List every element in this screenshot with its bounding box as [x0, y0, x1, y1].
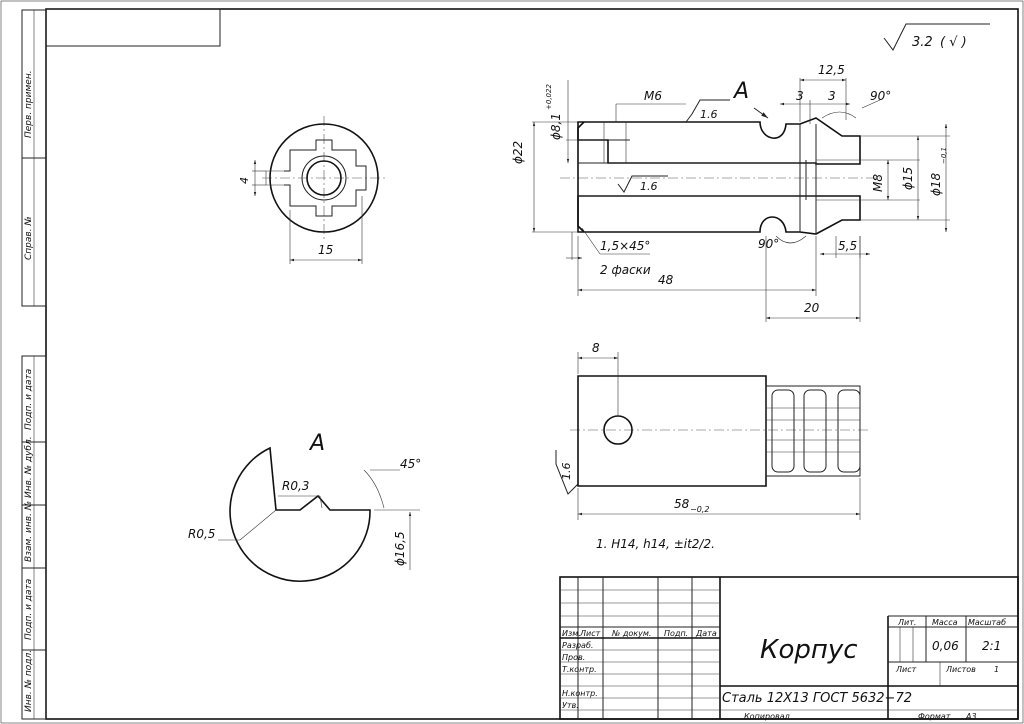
dim-radius-0-5: R0,5: [188, 527, 215, 541]
dim-chamfer-note: 2 фаски: [600, 263, 651, 277]
part-material: Сталь 12Х13 ГОСТ 5632−72: [722, 691, 912, 706]
tb-row-tkontr: Т.контр.: [562, 665, 597, 674]
dim-diameter-16-5: ϕ16,5: [393, 531, 407, 566]
dim-angle-90-top: 90°: [870, 89, 891, 103]
dim-length-5-5: 5,5: [838, 239, 857, 253]
tb-row-razrab: Разраб.: [562, 641, 593, 650]
tb-col-izm: Изм.: [562, 629, 581, 638]
dim-diameter-18: ϕ18: [929, 172, 943, 196]
end-view: 4 15: [238, 116, 386, 264]
dim-diameter-8-1: ϕ8,1: [549, 113, 563, 140]
tb-hdr-lit: Лит.: [897, 618, 916, 627]
margin-label-perv-primen: Перв. примен.: [24, 70, 34, 138]
title-block: Изм. Лист № докум. Подп. Дата Разраб. Пр…: [559, 576, 1019, 721]
dim-angle-90-bottom: 90°: [758, 237, 779, 251]
dim-width-15: 15: [318, 243, 333, 257]
tb-row-utv: Утв.: [562, 701, 579, 710]
dim-thread-m8: M8: [871, 174, 885, 192]
dim-angle-45: 45°: [400, 457, 421, 471]
margin-label-vzam-inv: Взам. инв. №: [24, 501, 34, 562]
dim-diameter-8-1-tolerance: +0,022: [545, 84, 553, 110]
dim-chamfer: 1,5×45°: [600, 239, 650, 253]
tb-row-prov: Пров.: [562, 653, 585, 662]
detail-a-view: A R0,3 R0,5 45° ϕ16,5: [188, 431, 421, 583]
margin-label-podp-data-2: Подп. и дата: [24, 579, 34, 640]
tb-masshtab-value: 2:1: [982, 639, 1001, 653]
dim-length-12-5: 12,5: [818, 63, 845, 77]
margin-label-inv-podl: Инв. № подл.: [24, 650, 34, 712]
side-view: 8 1.6 58 −0,2: [555, 341, 870, 520]
dim-radius-0-3: R0,3: [282, 479, 309, 493]
dim-diameter-18-tolerance: −0,1: [940, 147, 948, 164]
left-margin-stamp: Перв. примен. Справ. № Подп. и дата Инв.…: [21, 9, 47, 720]
dim-length-20: 20: [804, 301, 820, 315]
general-note: 1. H14, h14, ±it2/2.: [596, 537, 715, 551]
tb-row-nkontr: Н.контр.: [562, 689, 598, 698]
tb-listov-label: Листов: [945, 665, 976, 674]
dim-length-48: 48: [658, 273, 674, 287]
main-section-view: A 1.6 1.6 M6 ϕ22 ϕ8,1 +0,022 12,5 3 3: [511, 63, 950, 322]
tb-list-label: Лист: [895, 665, 917, 674]
dim-diameter-22: ϕ22: [511, 141, 525, 164]
dim-diameter-15: ϕ15: [901, 167, 915, 190]
margin-label-inv-dubl: Инв. № дубл.: [24, 436, 34, 498]
dim-length-58: 58: [674, 497, 690, 511]
dim-length-3-left: 3: [796, 89, 804, 103]
dim-length-58-tolerance: −0,2: [690, 505, 709, 514]
tb-format-label: Формат: [918, 712, 951, 721]
margin-label-podp-data-1: Подп. и дата: [24, 369, 34, 430]
section-label-main: A: [732, 79, 749, 104]
roughness-rz-side: 1.6: [560, 463, 573, 481]
tb-col-docum: № докум.: [611, 629, 651, 638]
dim-length-8: 8: [592, 341, 600, 355]
tb-hdr-masshtab: Масштаб: [968, 618, 1006, 627]
section-label-detail: A: [308, 431, 325, 456]
roughness-rz-bore: 1.6: [700, 108, 718, 121]
dim-length-3-right: 3: [828, 89, 836, 103]
part-name: Корпус: [760, 635, 858, 665]
tb-hdr-massa: Масса: [932, 618, 958, 627]
general-roughness-suffix: ( √ ): [940, 35, 967, 50]
tb-kopiroval: Копировал: [744, 712, 790, 721]
tb-format-value: А3: [965, 712, 977, 721]
dim-thread-m6: M6: [644, 89, 662, 103]
tb-col-list: Лист: [579, 629, 601, 638]
tb-col-data: Дата: [695, 629, 717, 638]
tb-listov-value: 1: [994, 665, 999, 674]
dim-width-4: 4: [238, 177, 251, 184]
general-roughness-symbol: 3.2 ( √ ): [883, 23, 990, 51]
general-roughness-value: 3.2: [912, 35, 933, 50]
tb-col-podp: Подп.: [664, 629, 688, 638]
roughness-rz-inner: 1.6: [640, 180, 658, 193]
tb-massa-value: 0,06: [932, 639, 959, 653]
margin-label-sprav-no: Справ. №: [24, 216, 34, 260]
